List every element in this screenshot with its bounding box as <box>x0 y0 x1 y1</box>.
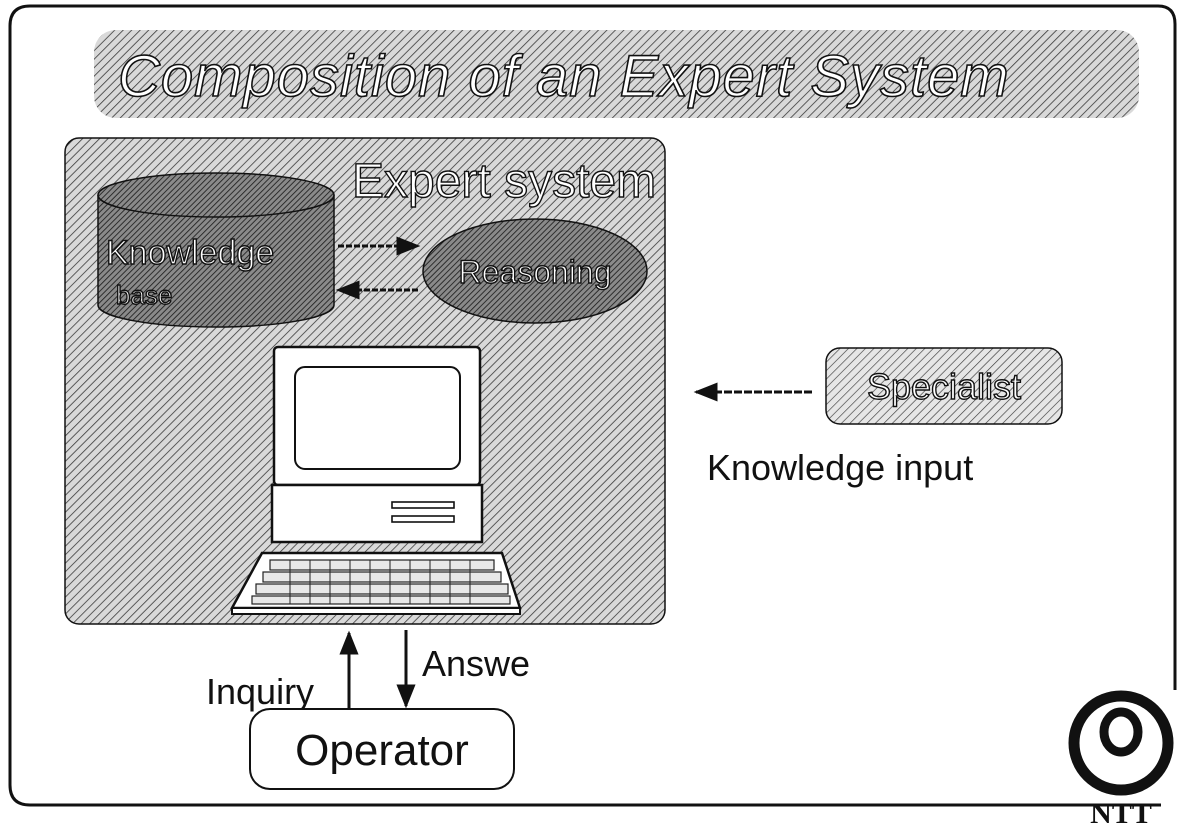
operator-box: Operator <box>249 708 515 790</box>
ntt-logo: NTT <box>1068 690 1174 828</box>
operator-label: Operator <box>295 726 469 775</box>
computer-icon <box>229 345 522 615</box>
knowledge-base-cylinder: Knowledge base <box>97 172 335 328</box>
reasoning-ellipse: Reasoning <box>422 218 648 324</box>
keyboard-keys <box>251 559 511 605</box>
specialist-box: Specialist <box>825 347 1063 425</box>
inquiry-label: Inquiry <box>206 671 314 712</box>
title: Composition of an Expert System <box>118 44 1010 109</box>
knowledge-base-label-line1: Knowledge <box>106 234 274 272</box>
title-banner: Composition of an Expert System <box>94 30 1139 118</box>
answer-label: Answe <box>422 643 530 684</box>
logo-text: NTT <box>1090 797 1152 828</box>
specialist-label: Specialist <box>867 366 1021 407</box>
outer-frame <box>8 4 1177 807</box>
knowledge-base-label-line2: base <box>116 280 172 310</box>
knowledge-input-label: Knowledge input <box>707 447 973 488</box>
expert-system-label: Expert system <box>352 155 656 208</box>
reasoning-label: Reasoning <box>459 254 612 290</box>
